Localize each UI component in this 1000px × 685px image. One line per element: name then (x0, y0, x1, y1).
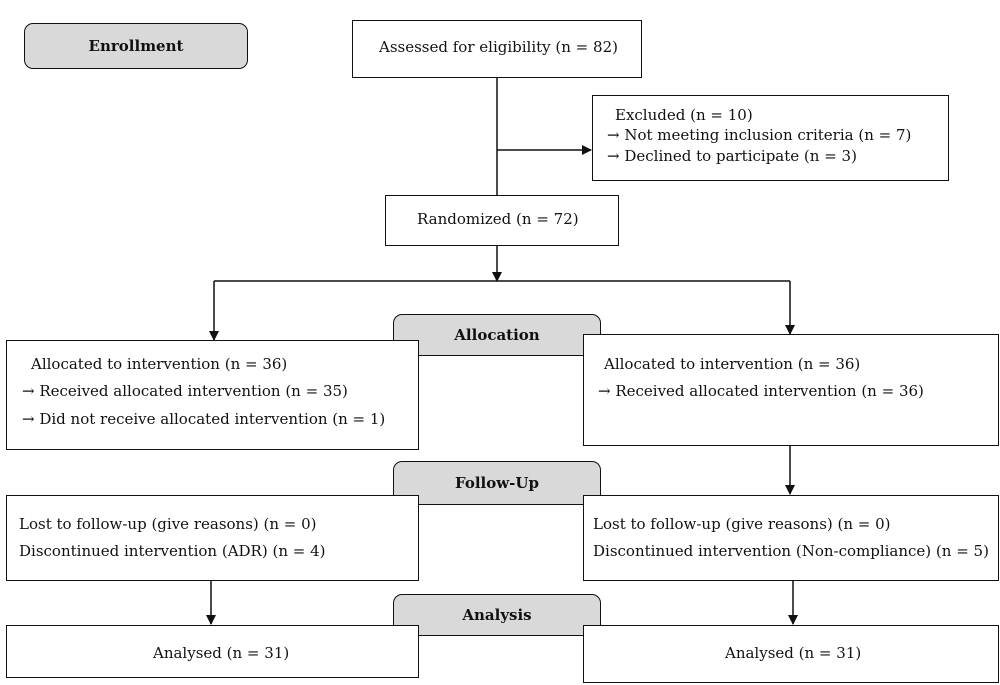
left-analysed-text: Analysed (n = 31) (153, 644, 290, 662)
right-analysis-box (583, 625, 999, 683)
stage-follow-up: Follow-Up (393, 461, 601, 505)
right-discontinued-text: Discontinued intervention (Non-complianc… (593, 542, 989, 560)
right-analysed-text: Analysed (n = 31) (725, 644, 862, 662)
left-received-text: → Received allocated intervention (n = 3… (22, 382, 348, 400)
left-discontinued-text: Discontinued intervention (ADR) (n = 4) (19, 542, 326, 560)
stage-enrollment: Enrollment (24, 23, 248, 69)
right-allocation-box (583, 334, 999, 446)
excluded-title: Excluded (n = 10) (615, 106, 753, 124)
right-allocated-text: Allocated to intervention (n = 36) (604, 355, 861, 373)
left-not-received-text: → Did not receive allocated intervention… (22, 410, 386, 428)
excluded-item-2: → Declined to participate (n = 3) (607, 147, 857, 165)
left-follow-up-box (6, 495, 419, 581)
stage-analysis: Analysis (393, 594, 601, 636)
left-allocated-text: Allocated to intervention (n = 36) (31, 355, 288, 373)
randomized-text: Randomized (n = 72) (417, 210, 579, 228)
excluded-box (592, 95, 949, 181)
randomized-box (385, 195, 619, 246)
excluded-item-1: → Not meeting inclusion criteria (n = 7) (607, 126, 912, 144)
assessed-box (352, 20, 642, 78)
right-follow-up-box (583, 495, 999, 581)
assessed-text: Assessed for eligibility (n = 82) (379, 38, 618, 56)
stage-allocation-label: Allocation (454, 326, 540, 344)
stage-follow-up-label: Follow-Up (455, 474, 539, 492)
left-analysis-box (6, 625, 419, 678)
left-allocation-box (6, 340, 419, 450)
stage-analysis-label: Analysis (462, 606, 532, 624)
stage-enrollment-label: Enrollment (88, 37, 184, 55)
right-received-text: → Received allocated intervention (n = 3… (598, 382, 924, 400)
left-lost-text: Lost to follow-up (give reasons) (n = 0) (19, 515, 317, 533)
stage-allocation: Allocation (393, 314, 601, 356)
right-lost-text: Lost to follow-up (give reasons) (n = 0) (593, 515, 891, 533)
